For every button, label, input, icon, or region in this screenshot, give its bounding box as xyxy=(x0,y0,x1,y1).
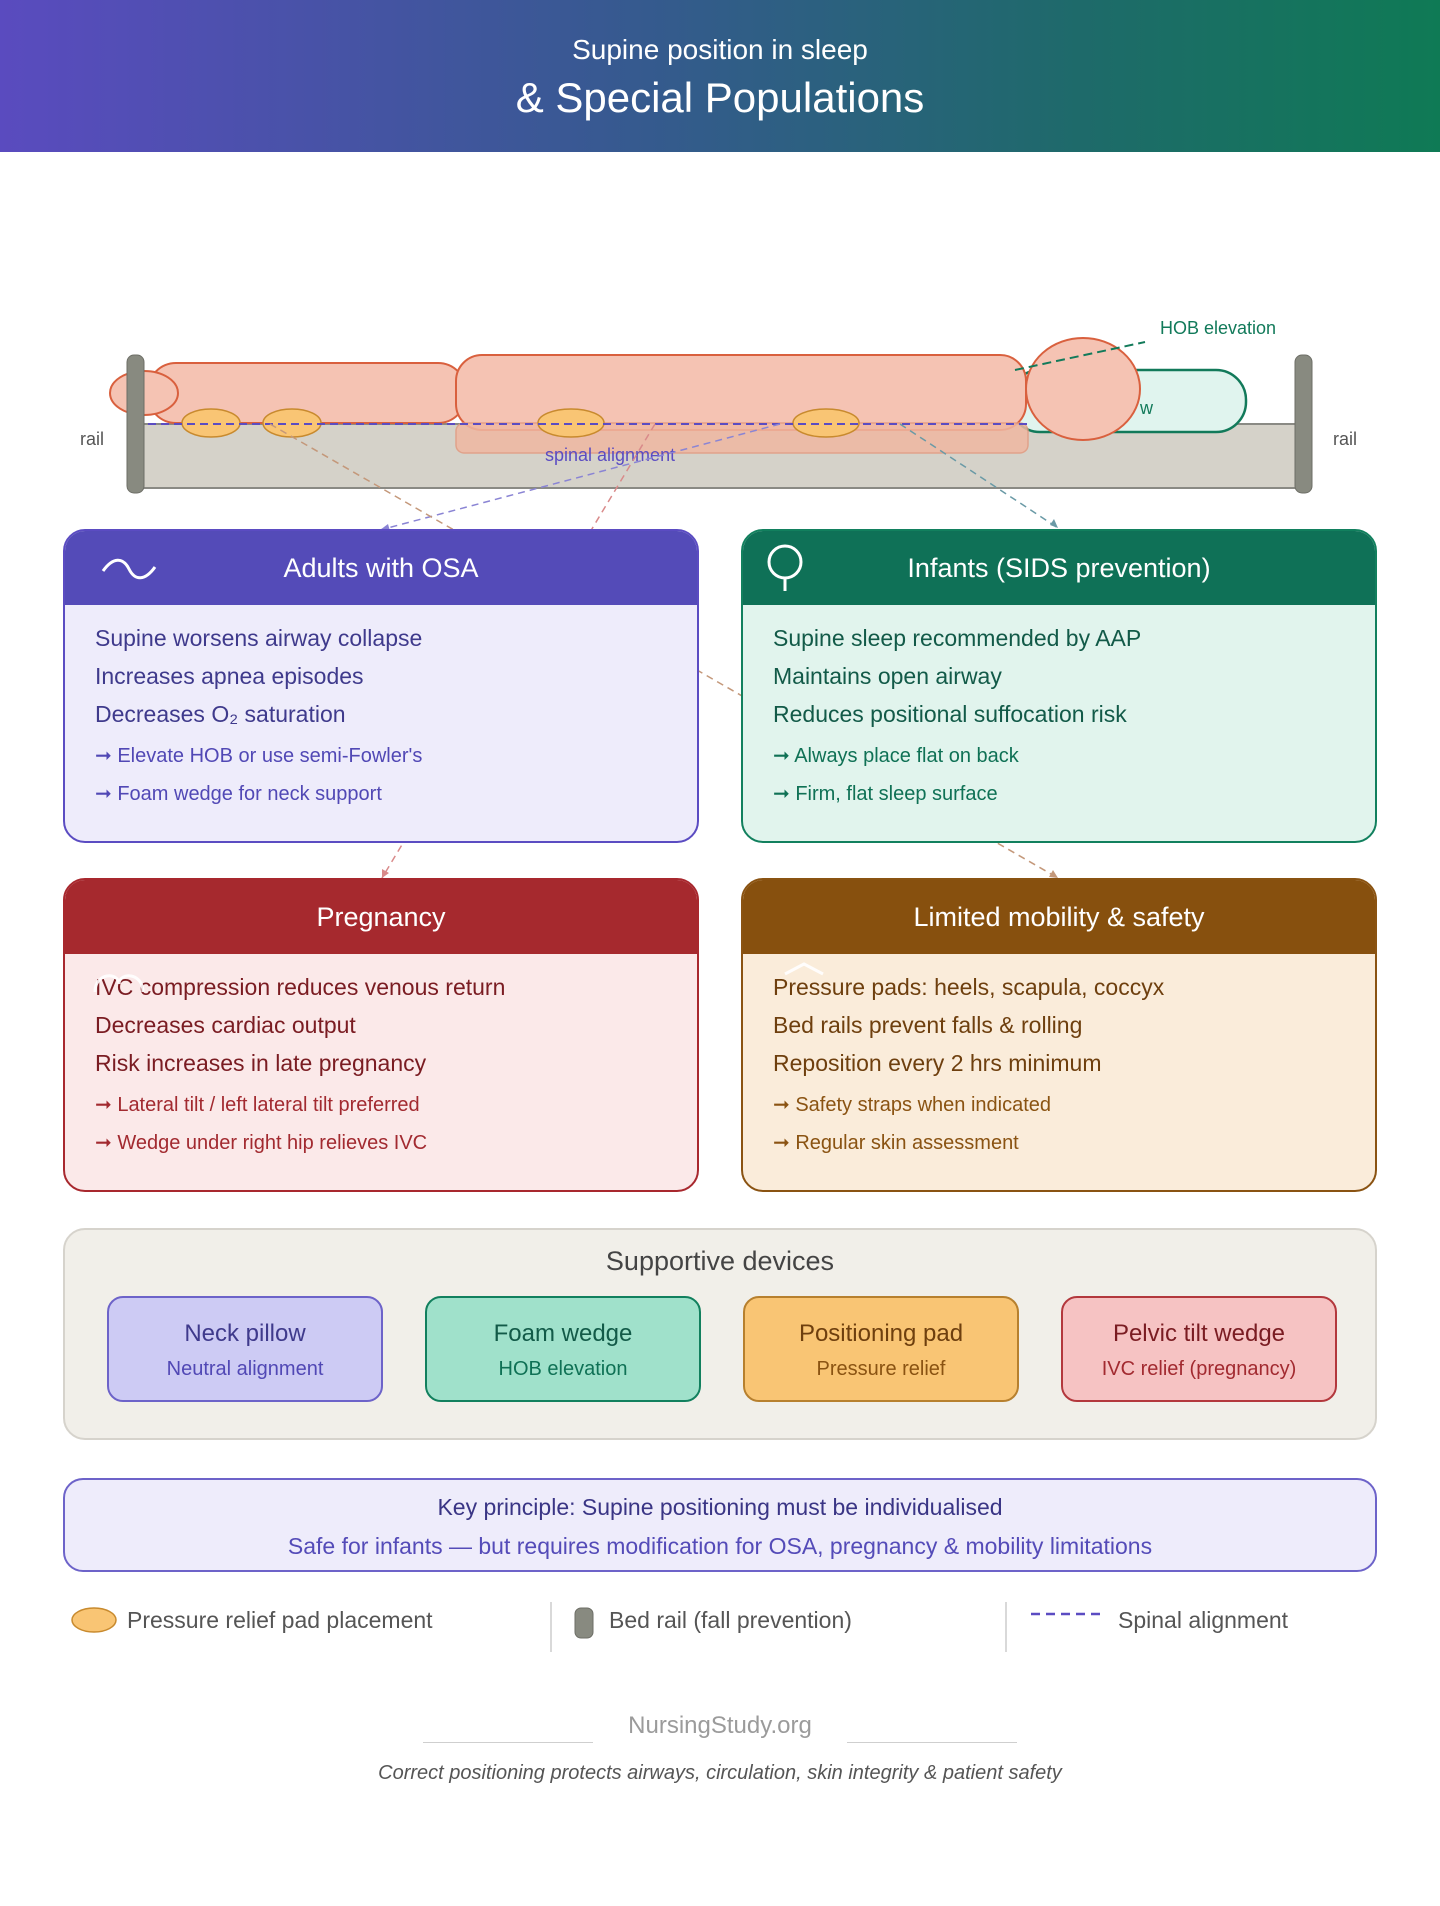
connector-sids xyxy=(899,423,1059,529)
device-pelvic-tilt-wedge: Pelvic tilt wedge IVC relief (pregnancy) xyxy=(1061,1296,1337,1402)
card-osa-line: Supine worsens airway collapse xyxy=(95,625,423,651)
card-sids-title: Infants (SIDS prevention) xyxy=(907,552,1211,583)
card-sids-action: ➞ Firm, flat sleep surface xyxy=(773,783,998,805)
card-osa-title: Adults with OSA xyxy=(283,552,479,583)
card-sids-line: Maintains open airway xyxy=(773,663,1002,689)
device-name: Pelvic tilt wedge xyxy=(1112,1320,1286,1347)
bed-rail-left xyxy=(126,354,145,494)
connector-sids-arrow xyxy=(1050,519,1058,528)
card-pregnancy-header: Pregnancy xyxy=(65,880,697,954)
card-mobility-action: ➞ Regular skin assessment xyxy=(773,1132,1019,1154)
device-name: Foam wedge xyxy=(493,1320,633,1347)
card-osa-action: ➞ Elevate HOB or use semi-Fowler's xyxy=(95,745,423,767)
key-principle-line1: Key principle: Supine positioning must b… xyxy=(437,1494,1003,1520)
connector-osa xyxy=(379,423,781,531)
card-infants-sids: Infants (SIDS prevention) Supine sleep r… xyxy=(741,529,1377,843)
card-mobility-title: Limited mobility & safety xyxy=(913,901,1205,932)
device-sub: IVC relief (pregnancy) xyxy=(1101,1358,1297,1380)
key-principle-line2: Safe for infants — but requires modifica… xyxy=(287,1533,1153,1559)
hob-elevation-line xyxy=(1014,341,1146,371)
hob-elevation-label: HOB elevation xyxy=(1160,318,1276,338)
legend xyxy=(71,1602,1103,1652)
card-osa-line: Increases apnea episodes xyxy=(95,663,364,689)
card-pregnancy-line: IVC compression reduces venous return xyxy=(95,974,506,1000)
device-foam-wedge: Foam wedge HOB elevation xyxy=(425,1296,701,1402)
device-name: Neck pillow xyxy=(184,1320,306,1347)
device-name: Positioning pad xyxy=(798,1320,964,1347)
card-pregnancy: Pregnancy IVC compression reduces venous… xyxy=(63,878,699,1192)
device-sub: HOB elevation xyxy=(498,1358,628,1380)
bed-rail-right xyxy=(1294,354,1313,494)
patient-head xyxy=(1025,337,1141,441)
shield-icon xyxy=(784,962,824,976)
card-mobility-header: Limited mobility & safety xyxy=(743,880,1375,954)
legend-rail-icon xyxy=(574,1607,594,1639)
footer-brand: NursingStudy.org xyxy=(628,1712,812,1739)
device-sub: Neutral alignment xyxy=(166,1358,324,1380)
device-neck-pillow: Neck pillow Neutral alignment xyxy=(107,1296,383,1402)
card-adults-osa: Adults with OSA Supine worsens airway co… xyxy=(63,529,699,843)
card-osa-action: ➞ Foam wedge for neck support xyxy=(95,783,382,805)
footer-divider-right xyxy=(847,1742,1017,1743)
legend-pad-icon xyxy=(71,1607,117,1633)
supportive-devices-panel: Supportive devices Neck pillow Neutral a… xyxy=(63,1228,1377,1440)
card-pregnancy-title: Pregnancy xyxy=(316,901,446,932)
card-osa-header: Adults with OSA xyxy=(65,531,697,605)
card-mobility-line: Pressure pads: heels, scapula, coccyx xyxy=(773,974,1165,1000)
rail-left-label: rail xyxy=(80,429,104,449)
card-mobility-line: Bed rails prevent falls & rolling xyxy=(773,1012,1083,1038)
rail-right-label: rail xyxy=(1333,429,1357,449)
device-positioning-pad: Positioning pad Pressure relief xyxy=(743,1296,1019,1402)
header-subtitle: Supine position in sleep xyxy=(572,34,868,65)
card-pregnancy-line: Risk increases in late pregnancy xyxy=(95,1050,427,1076)
card-mobility-line: Reposition every 2 hrs minimum xyxy=(773,1050,1102,1076)
card-mobility-action: ➞ Safety straps when indicated xyxy=(773,1094,1052,1116)
card-sids-header: Infants (SIDS prevention) xyxy=(743,531,1375,605)
card-limited-mobility: Limited mobility & safety Pressure pads:… xyxy=(741,878,1377,1192)
pillow-label: w xyxy=(1139,398,1154,418)
legend-rail-label: Bed rail (fall prevention) xyxy=(609,1607,852,1633)
connector-mobility-arrow xyxy=(1049,870,1058,878)
spinal-alignment-label: spinal alignment xyxy=(545,445,675,465)
header-title: & Special Populations xyxy=(515,74,925,121)
card-pregnancy-action: ➞ Lateral tilt / left lateral tilt prefe… xyxy=(95,1094,420,1116)
card-osa-line: Decreases O₂ saturation xyxy=(95,701,346,727)
card-sids-action: ➞ Always place flat on back xyxy=(773,745,1019,767)
footer-divider-left xyxy=(423,1742,593,1743)
supportive-devices-title: Supportive devices xyxy=(605,1246,835,1276)
card-sids-line: Reduces positional suffocation risk xyxy=(773,701,1127,727)
header-banner: Supine position in sleep & Special Popul… xyxy=(0,0,1440,152)
connector-pregnancy-arrow xyxy=(382,869,389,878)
card-pregnancy-action: ➞ Wedge under right hip relieves IVC xyxy=(95,1132,428,1154)
footer-tagline: Correct positioning protects airways, ci… xyxy=(378,1762,1062,1784)
device-sub: Pressure relief xyxy=(816,1358,946,1380)
airflow-wave-icon xyxy=(101,558,157,580)
pregnancy-icon xyxy=(93,974,145,993)
legend-spine-label: Spinal alignment xyxy=(1118,1607,1289,1633)
key-principle-box: Key principle: Supine positioning must b… xyxy=(63,1478,1377,1572)
card-sids-line: Supine sleep recommended by AAP xyxy=(773,625,1142,651)
card-pregnancy-line: Decreases cardiac output xyxy=(95,1012,356,1038)
legend-pad-label: Pressure relief pad placement xyxy=(127,1607,433,1633)
pacifier-icon xyxy=(767,544,803,591)
